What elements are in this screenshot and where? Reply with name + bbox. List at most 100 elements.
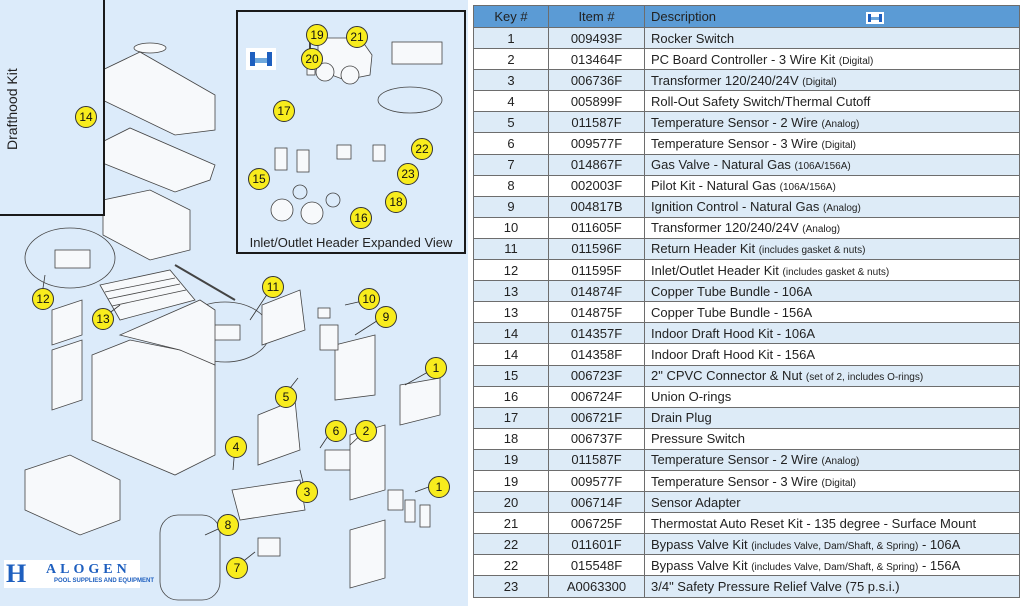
key-cell: 18 (473, 427, 549, 450)
description-cell: PC Board Controller - 3 Wire Kit (Digita… (644, 48, 1020, 71)
description-cell: Copper Tube Bundle - 156A (644, 301, 1020, 324)
key-cell: 8 (473, 174, 549, 197)
description-text: Roll-Out Safety Switch/Thermal Cutoff (651, 93, 871, 109)
callout-6: 6 (325, 420, 347, 442)
description-text: Temperature Sensor - 3 Wire (651, 136, 818, 152)
description-note: (includes Valve, Dam/Shaft, & Spring) (751, 540, 919, 552)
callout-23: 23 (397, 163, 419, 185)
description-text: Thermostat Auto Reset Kit - 135 degree -… (651, 515, 977, 531)
description-text: Drain Plug (651, 410, 712, 426)
flue-collector-part (102, 189, 191, 261)
item-number-cell: 011595F (548, 259, 645, 282)
description-text: Copper Tube Bundle - 156A (651, 304, 813, 320)
description-text: Ignition Control - Natural Gas (651, 199, 820, 215)
description-note: (Digital) (838, 55, 874, 67)
item-number-cell: 011605F (548, 216, 645, 239)
base-part (24, 454, 121, 536)
key-cell: 23 (473, 575, 549, 598)
key-cell: 21 (473, 512, 549, 535)
frame-part (89, 127, 216, 193)
item-number-cell: 006725F (548, 512, 645, 535)
callout-15: 15 (248, 168, 270, 190)
item-number-cell: 005899F (548, 90, 645, 113)
item-number-cell: 014358F (548, 343, 645, 366)
item-number-cell: 006721F (548, 406, 645, 429)
halogen-logo-letter: H (6, 559, 27, 588)
key-cell: 2 (473, 48, 549, 71)
description-text: Indoor Draft Hood Kit - 156A (651, 346, 816, 362)
item-number-cell: 006714F (548, 491, 645, 514)
item-number-cell: 006723F (548, 364, 645, 387)
halogen-header-logo-icon (865, 11, 884, 24)
callout-21: 21 (346, 26, 368, 48)
key-cell: 10 (473, 216, 549, 239)
description-text: Inlet/Outlet Header Kit (651, 262, 779, 278)
drafthood-kit-label: Drafthood Kit (4, 68, 20, 150)
description-text: Union O-rings (651, 389, 732, 405)
column-header-description: Description (644, 5, 1020, 28)
description-note: (Analog) (821, 456, 860, 468)
item-number-cell: 014357F (548, 322, 645, 345)
description-cell: Copper Tube Bundle - 106A (644, 280, 1020, 303)
key-cell: 20 (473, 491, 549, 514)
description-cell: Temperature Sensor - 3 Wire (Digital) (644, 469, 1020, 493)
item-number-cell: 009493F (548, 26, 645, 50)
item-number-cell: 002003F (548, 174, 645, 197)
key-cell: 5 (473, 111, 549, 134)
description-text: Gas Valve - Natural Gas (651, 157, 791, 173)
description-note: (Analog) (821, 118, 860, 130)
description-text: Temperature Sensor - 2 Wire (651, 114, 818, 130)
callout-9: 9 (375, 306, 397, 328)
callout-12: 12 (32, 288, 54, 310)
halogen-logo: H ALOGEN POOL SUPPLIES AND EQUIPMENT (4, 559, 154, 588)
description-cell: Pressure Switch (644, 427, 1020, 450)
description-text: Temperature Sensor - 2 Wire (651, 452, 818, 468)
description-cell: Temperature Sensor - 2 Wire (Analog) (644, 111, 1020, 134)
callout-1a: 1 (425, 357, 447, 379)
item-number-cell: 006724F (548, 385, 645, 408)
item-number-cell: 013464F (548, 48, 645, 71)
description-text: Pressure Switch (651, 431, 745, 447)
key-cell: 4 (473, 90, 549, 113)
item-number-cell: 006736F (548, 69, 645, 92)
table-header-row: Key # Item # Description (473, 5, 1020, 28)
description-cell: Return Header Kit (includes gasket & nut… (644, 237, 1020, 261)
description-cell: 3/4" Safety Pressure Relief Valve (75 p.… (644, 575, 1020, 598)
description-text: Bypass Valve Kit (651, 536, 748, 552)
column-header-key: Key # (473, 5, 549, 28)
description-text: Rocker Switch (651, 30, 735, 46)
callout-2: 2 (355, 420, 377, 442)
callout-17: 17 (273, 100, 295, 122)
description-suffix: - 156A (921, 557, 961, 573)
callout-3: 3 (296, 481, 318, 503)
exploded-parts-diagram: Drafthood Kit Inlet/Outlet Header Expand… (0, 0, 468, 606)
key-cell: 22 (473, 554, 549, 577)
key-cell: 11 (473, 237, 549, 261)
description-cell: Rocker Switch (644, 26, 1020, 50)
key-cell: 1 (473, 26, 549, 50)
description-text: Indoor Draft Hood Kit - 106A (651, 325, 816, 341)
description-cell: Ignition Control - Natural Gas (Analog) (644, 195, 1020, 218)
item-number-cell: 006737F (548, 427, 645, 450)
key-cell: 12 (473, 259, 549, 282)
callout-16: 16 (350, 207, 372, 229)
description-cell: Indoor Draft Hood Kit - 106A (644, 322, 1020, 345)
callout-14: 14 (75, 106, 97, 128)
item-number-cell: 015548F (548, 554, 645, 577)
key-cell: 6 (473, 132, 549, 155)
